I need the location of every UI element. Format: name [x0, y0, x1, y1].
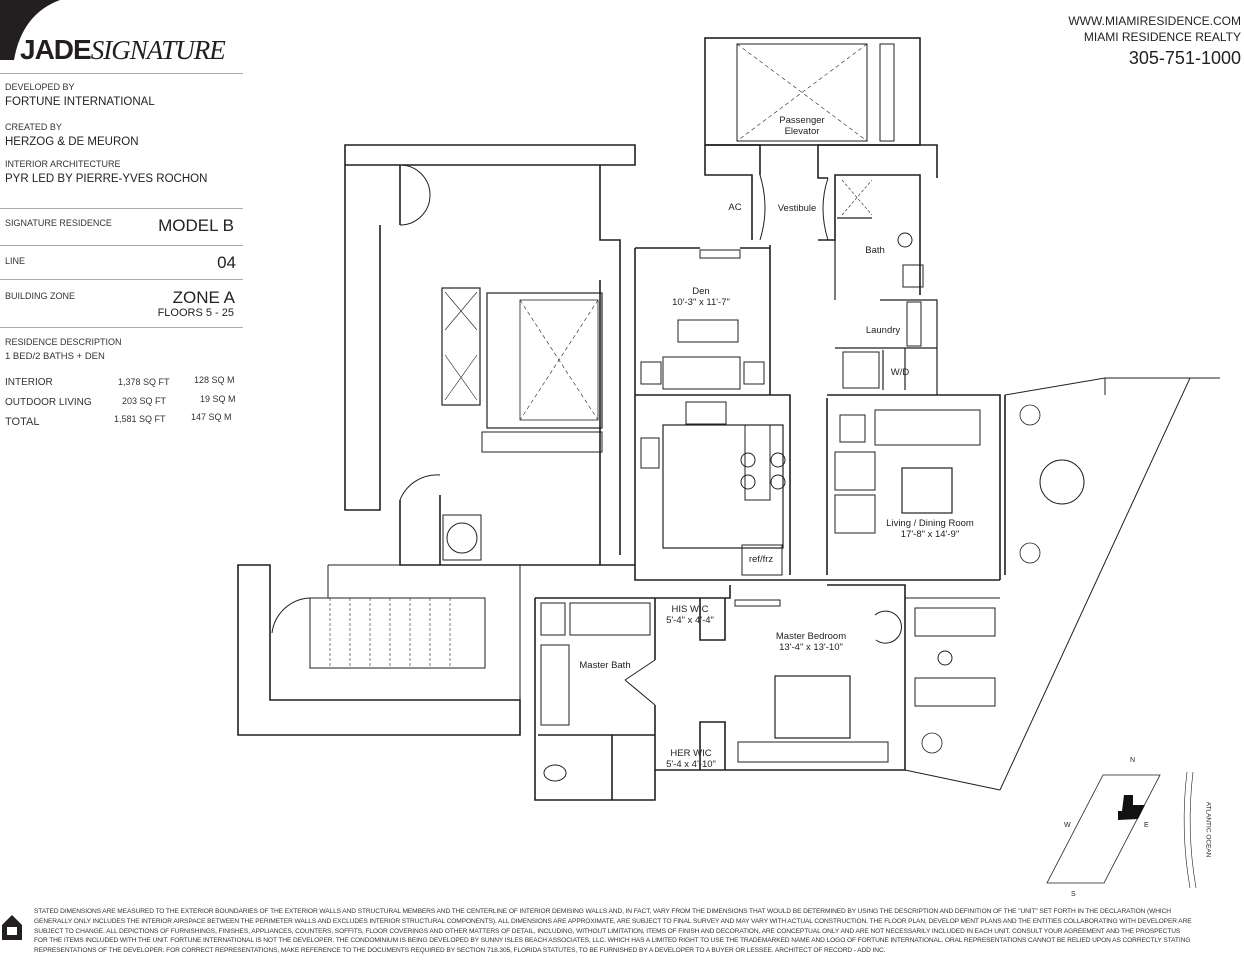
den-dimensions: 10'-3" x 11'-7" [672, 297, 730, 308]
credit-label: CREATED BY [5, 122, 62, 132]
compass-east: E [1144, 822, 1149, 829]
area-sqm: 128 SQ M [194, 375, 235, 385]
phone-number: 305-751-1000 [1128, 48, 1241, 68]
brand-logo: JADESIGNATURE [20, 34, 226, 66]
area-sqm: 147 SQ M [191, 412, 232, 422]
area-sqft: 1,378 SQ FT [118, 377, 170, 387]
signature-residence-label: SIGNATURE RESIDENCE [5, 218, 112, 228]
description-value: 1 BED/2 BATHS + DEN [5, 351, 105, 362]
vestibule-label: Vestibule [777, 203, 817, 214]
plant-icons [921, 404, 1041, 754]
description-label: RESIDENCE DESCRIPTION [5, 337, 122, 347]
credit-value: FORTUNE INTERNATIONAL [5, 96, 155, 108]
credit-value: PYR LED BY PIERRE-YVES ROCHON [5, 173, 208, 185]
compass-south: S [1071, 891, 1076, 898]
divider [0, 245, 243, 246]
elevator-label-line1: Passenger [779, 115, 825, 126]
ocean-label: ATLANTIC OCEAN [1204, 801, 1212, 858]
her-wic-dimensions: 5'-4 x 4'-10" [666, 759, 716, 770]
master-bath-label: Master Bath [579, 660, 631, 671]
his-wic-dimensions: 5'-4" x 4'-4" [666, 615, 714, 626]
ref-frz-label: ref/frz [748, 554, 774, 565]
line-label: LINE [5, 256, 26, 266]
credit-label: DEVELOPED BY [5, 82, 75, 92]
logo-italic: SIGNATURE [90, 35, 226, 65]
his-wic-name: HIS WIC [671, 604, 709, 615]
area-sqft: 1,581 SQ FT [114, 414, 166, 424]
realty-name: MIAMI RESIDENCE REALTY [1083, 30, 1241, 44]
elevator-label-line2: Elevator [784, 126, 820, 137]
ac-label: AC [728, 202, 742, 213]
elevator-shaft [704, 37, 921, 146]
washer-dryer-label: W/D [890, 367, 910, 378]
legal-disclaimer: STATED DIMENSIONS ARE MEASURED TO THE EX… [34, 908, 1192, 955]
compass-west: W [1064, 822, 1071, 829]
bath-label: Bath [865, 245, 885, 256]
logo-bold: JADE [20, 34, 92, 65]
equal-housing-icon [2, 915, 22, 940]
line-value: 04 [217, 253, 236, 272]
divider [0, 73, 243, 74]
model-value: MODEL B [158, 216, 234, 235]
area-sqm: 19 SQ M [200, 394, 236, 404]
divider [0, 327, 243, 328]
floors-value: FLOORS 5 - 25 [157, 307, 234, 319]
den-name: Den [692, 286, 710, 297]
her-wic-name: HER WIC [670, 748, 712, 759]
building-zone-label: BUILDING ZONE [5, 291, 76, 301]
living-name: Living / Dining Room [886, 518, 974, 529]
building-footprint [1118, 795, 1145, 820]
logo-swoosh [0, 0, 60, 60]
divider [0, 208, 243, 209]
site-plan-lot [1046, 774, 1161, 884]
laundry-label: Laundry [865, 325, 901, 336]
divider [0, 279, 243, 280]
living-dimensions: 17'-8" x 14'-9" [900, 529, 960, 540]
master-bedroom-name: Master Bedroom [775, 631, 847, 642]
area-label: OUTDOOR LIVING [5, 397, 92, 408]
credit-label: INTERIOR ARCHITECTURE [5, 159, 121, 169]
master-bedroom-dimensions: 13'-4" x 13'-10" [779, 642, 843, 653]
zone-value: ZONE A [172, 288, 235, 307]
compass-north: N [1130, 757, 1136, 764]
credit-value: HERZOG & DE MEURON [5, 136, 139, 148]
area-label: INTERIOR [5, 377, 53, 388]
area-label: TOTAL [5, 416, 40, 428]
area-sqft: 203 SQ FT [122, 396, 167, 406]
website-link[interactable]: WWW.MIAMIRESIDENCE.COM [1068, 14, 1241, 28]
